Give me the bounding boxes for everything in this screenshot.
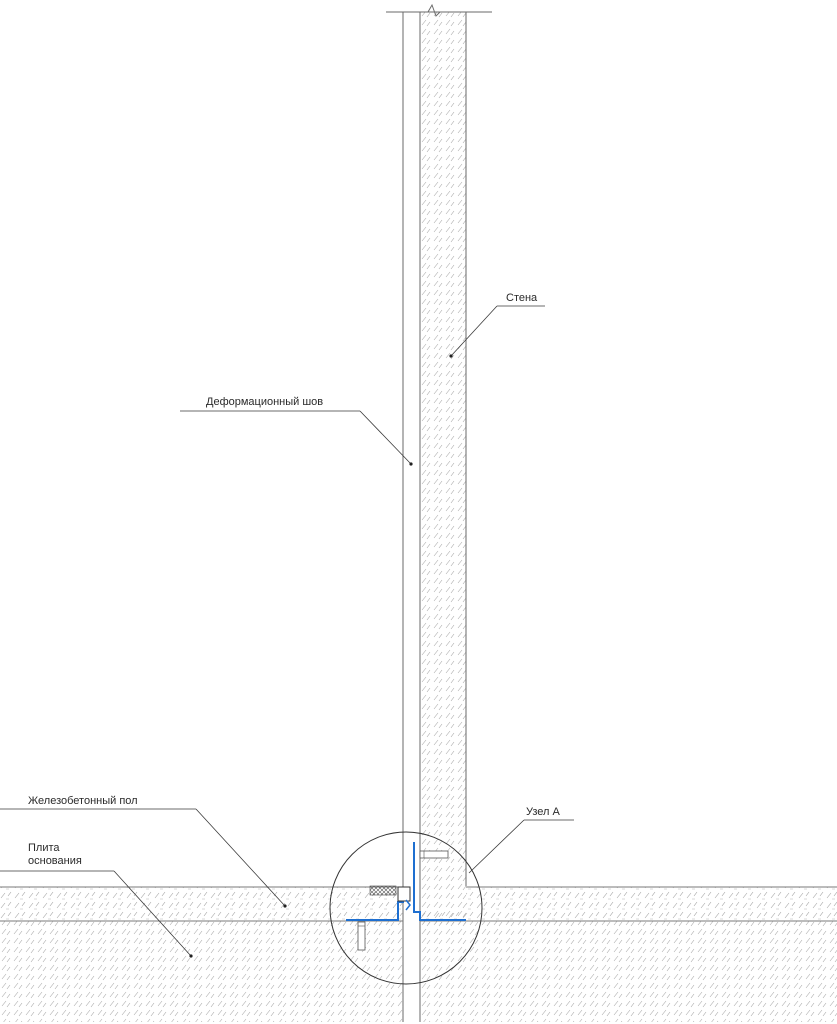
label-node-a: Узел А bbox=[526, 806, 561, 818]
anchor-bolt-floor bbox=[357, 921, 366, 951]
label-base-slab-line1: Плита bbox=[28, 842, 60, 854]
wall bbox=[386, 3, 492, 1022]
leader-rc-floor bbox=[0, 808, 287, 908]
leader-wall bbox=[449, 305, 545, 358]
label-rc-floor: Железобетонный пол bbox=[28, 795, 138, 807]
leader-node-a bbox=[468, 819, 574, 874]
leader-expansion-joint bbox=[180, 410, 413, 466]
node-a-circle bbox=[329, 831, 483, 985]
rc-floor-left bbox=[0, 887, 403, 921]
base-slab-right bbox=[420, 921, 837, 1022]
anchor-bolt-wall bbox=[419, 850, 449, 859]
rc-floor-right bbox=[420, 887, 837, 921]
label-base-slab-line2: основания bbox=[28, 855, 82, 867]
base-slab-left bbox=[0, 921, 403, 1022]
layer-edges bbox=[0, 886, 837, 922]
leader-base-slab bbox=[0, 870, 193, 958]
label-wall: Стена bbox=[506, 292, 538, 304]
joint-profile bbox=[346, 842, 466, 921]
label-expansion-joint: Деформационный шов bbox=[206, 396, 323, 408]
